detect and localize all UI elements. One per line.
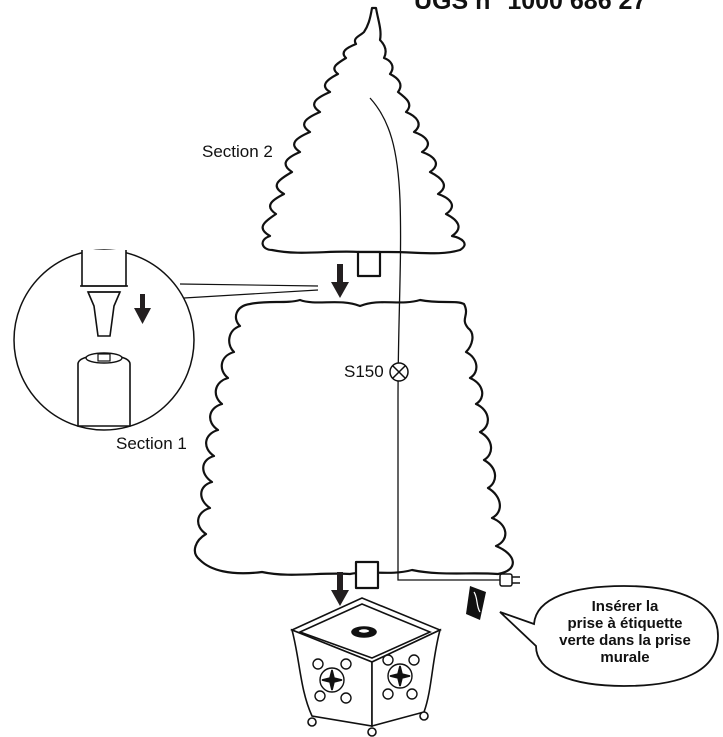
socket-x-icon — [389, 362, 409, 382]
sku-number: UGS n° 1000 686 27 — [414, 0, 647, 15]
plug-icon — [499, 573, 520, 587]
callout-text: Insérer la prise à étiquette verte dans … — [540, 598, 710, 666]
tree-section-2 — [261, 6, 466, 278]
down-arrow-icon — [331, 264, 349, 298]
callout-line: prise à étiquette — [567, 615, 683, 632]
callout-line: Insérer la — [591, 598, 659, 615]
tree-stand — [289, 597, 442, 737]
section-2-label: Section 2 — [202, 142, 273, 161]
down-arrow-icon — [331, 572, 349, 606]
callout-line: verte dans la prise — [559, 632, 691, 649]
section-1-label: Section 1 — [116, 434, 187, 453]
socket-label: S150 — [344, 362, 384, 381]
callout-line: murale — [600, 649, 650, 666]
callout-bubble — [499, 585, 719, 687]
green-tag-icon — [466, 586, 486, 620]
detail-magnifier — [13, 249, 319, 431]
tree-section-1 — [193, 298, 514, 590]
